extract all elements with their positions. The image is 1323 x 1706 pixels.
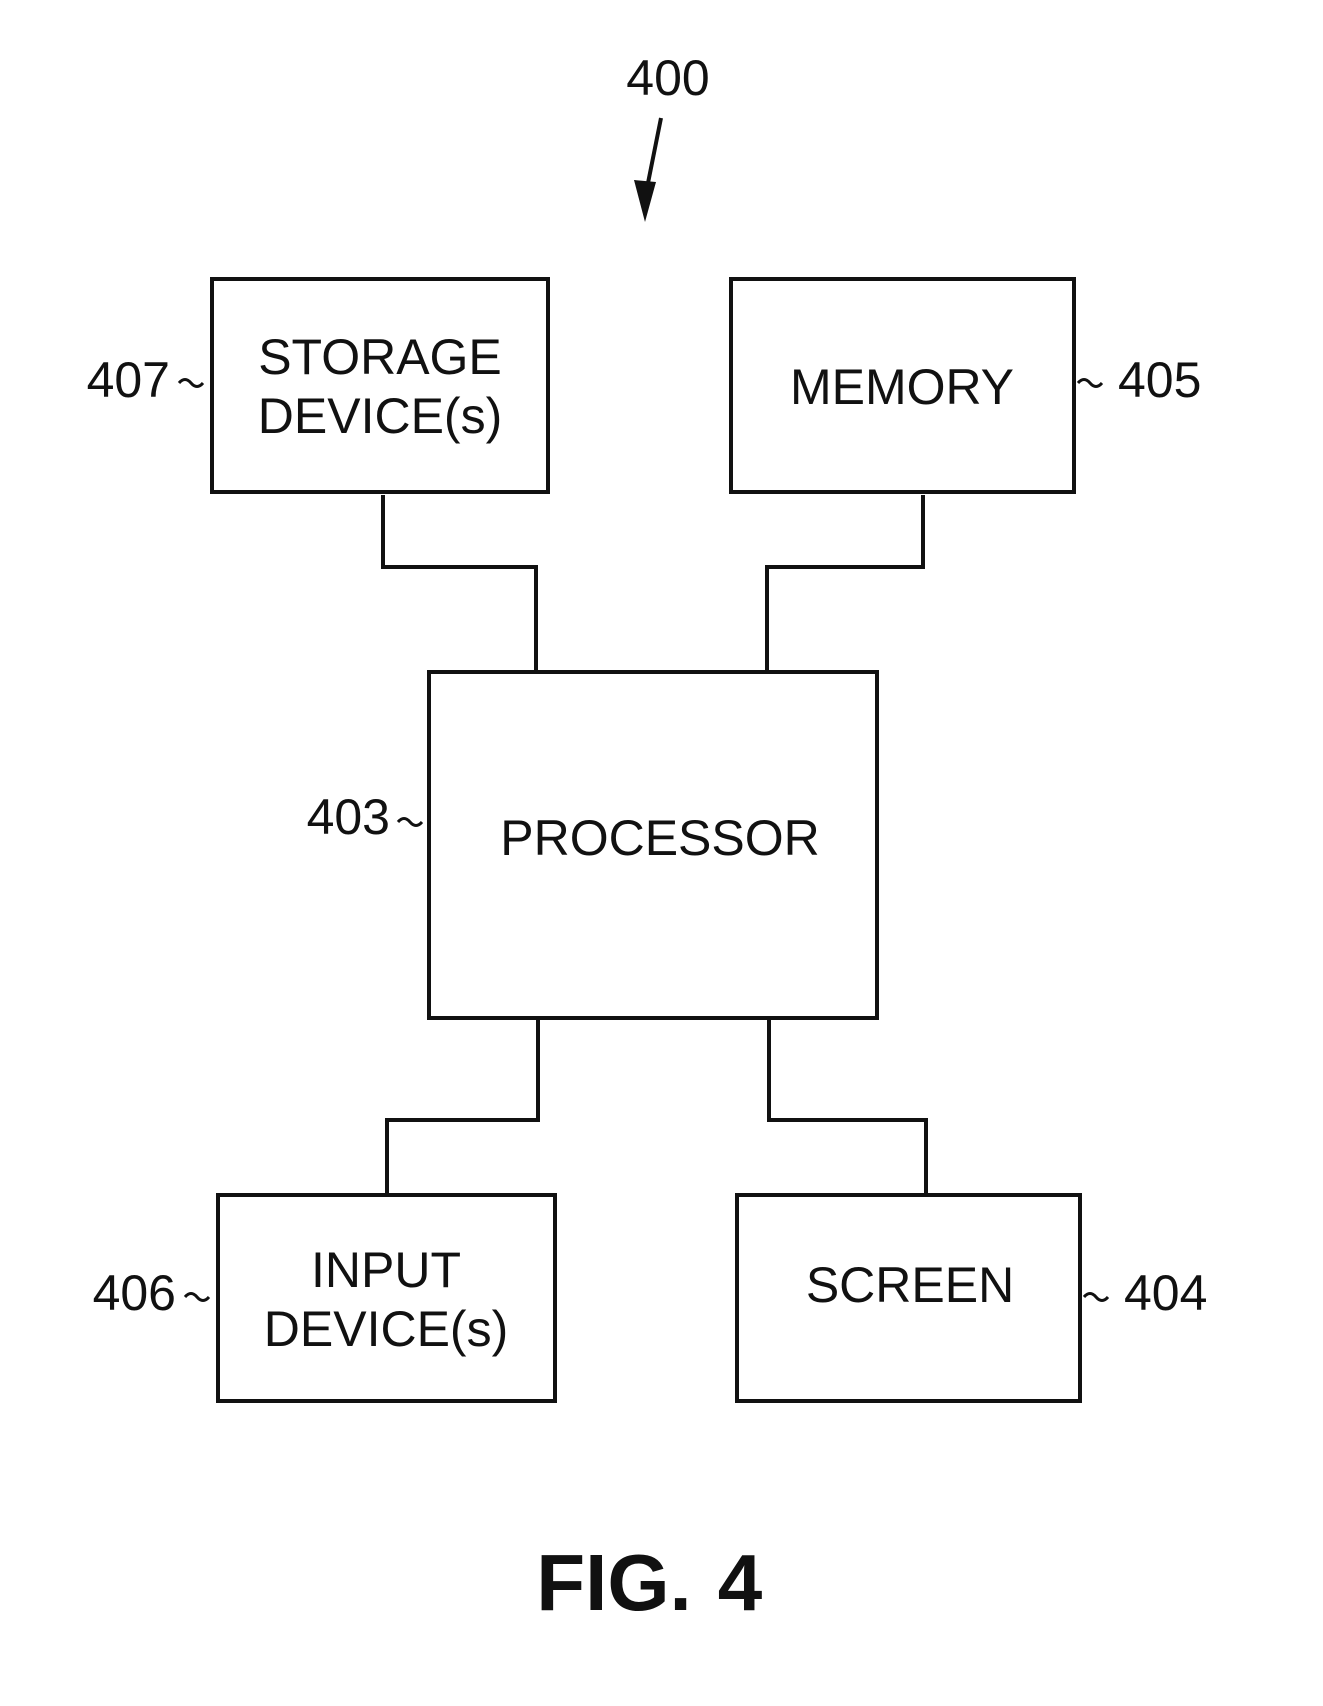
screen-label: SCREEN: [806, 1257, 1014, 1313]
memory-label: MEMORY: [790, 359, 1014, 415]
storage-device-label-line1: STORAGE: [258, 329, 502, 385]
storage-device-leader: [179, 380, 203, 387]
memory-leader: [1078, 380, 1102, 387]
storage-device-box: [212, 279, 548, 492]
processor-leader: [398, 819, 422, 826]
screen-ref: 404: [1124, 1265, 1207, 1321]
input-device-label-line1: INPUT: [311, 1242, 461, 1298]
figure-ref-arrow: [634, 118, 661, 222]
memory-ref: 405: [1118, 352, 1201, 408]
processor-label: PROCESSOR: [500, 810, 820, 866]
processor-ref: 403: [307, 789, 390, 845]
figure-caption-prefix: FIG.: [536, 1538, 692, 1627]
connector-processor-input: [387, 1018, 538, 1195]
input-device-leader: [185, 1294, 209, 1301]
connector-processor-screen: [769, 1018, 926, 1195]
connector-storage-processor: [383, 495, 536, 672]
input-device-box: [218, 1195, 555, 1401]
storage-device-label-line2: DEVICE(s): [258, 388, 502, 444]
storage-device-ref: 407: [87, 352, 170, 408]
screen-leader: [1084, 1294, 1108, 1301]
input-device-label-line2: DEVICE(s): [264, 1301, 508, 1357]
figure-ref-label: 400: [626, 50, 709, 106]
connector-memory-processor: [767, 495, 923, 672]
figure-caption-number: 4: [718, 1538, 763, 1627]
input-device-ref: 406: [93, 1265, 176, 1321]
